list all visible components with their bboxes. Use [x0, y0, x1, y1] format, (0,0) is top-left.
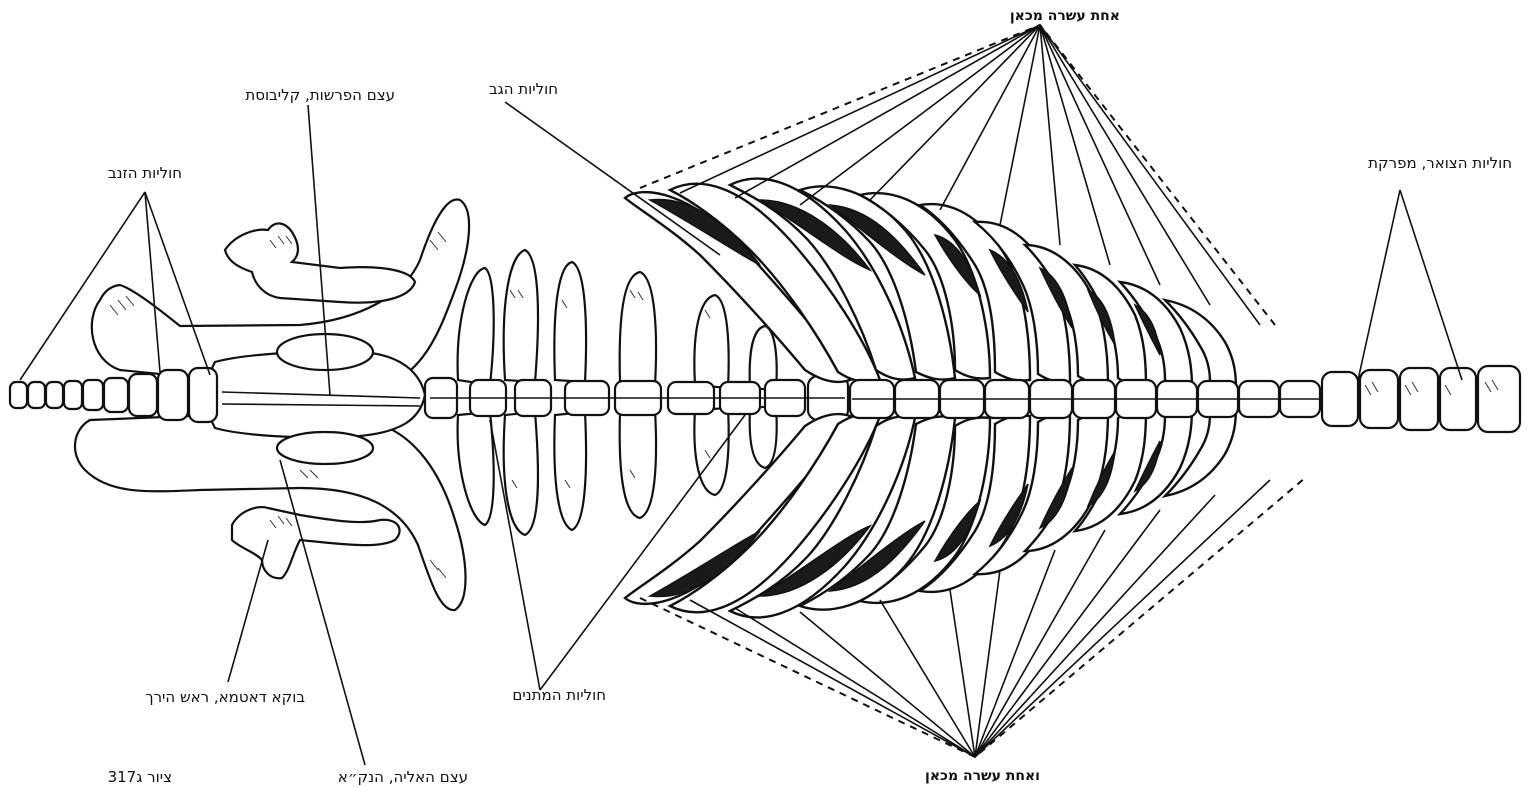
- caudal-vertebrae: [10, 368, 217, 422]
- cervical-vertebrae: [1322, 366, 1520, 432]
- label-sacrum: עצם הפרשות, קליבוסת: [245, 86, 395, 104]
- figure-caption: ציור ג317: [108, 768, 172, 786]
- label-caudal: חוליות הזנב: [108, 164, 182, 182]
- label-lumbar: חוליות המתנים: [512, 686, 606, 704]
- lower-process: [232, 507, 400, 578]
- label-eleven-top: אחת עשרה מכאן: [1010, 8, 1120, 24]
- label-hip-socket: בוקא דאטמא, ראש הירך: [146, 688, 306, 706]
- label-thoracic: חוליות הגב: [489, 80, 558, 98]
- label-cervical: חוליות הצואר, מפרקת: [1368, 154, 1512, 172]
- label-ilium: עצם האליה, הנק״א: [338, 768, 468, 786]
- label-eleven-bottom: ואחת עשרה מכאן: [925, 768, 1040, 784]
